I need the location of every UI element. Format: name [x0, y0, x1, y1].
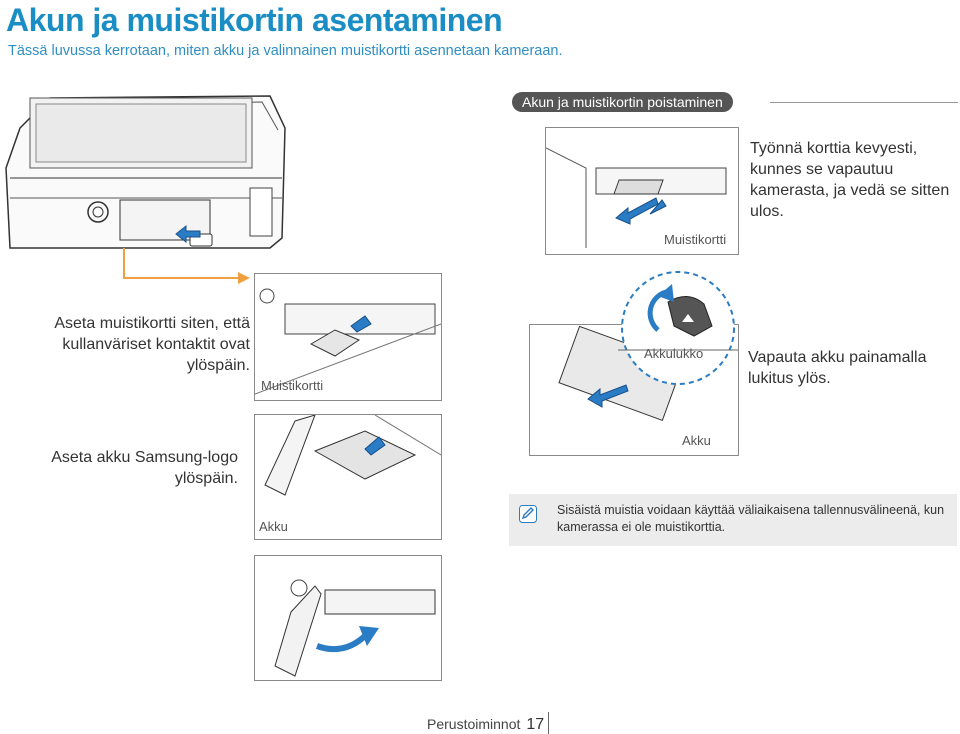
battery-lock-label: Akkulukko — [644, 346, 704, 361]
page-subtitle: Tässä luvussa kerrotaan, miten akku ja v… — [8, 43, 563, 59]
close-cover-figure — [254, 555, 442, 681]
remove-card-figure: Muistikortti — [545, 127, 739, 255]
battery-release-figure: Akku — [529, 324, 739, 456]
page-number: 17 — [526, 716, 545, 733]
battery-label: Akku — [682, 433, 711, 448]
battery-release-instruction: Vapauta akku painamalla lukitus ylös. — [748, 349, 927, 387]
remove-card-instruction: Työnnä korttia kevyesti, kunnes se vapau… — [750, 140, 950, 220]
card-label: Muistikortti — [664, 232, 727, 247]
insert-battery-figure: Akku — [254, 414, 442, 540]
pencil-note-icon — [519, 505, 537, 523]
insert-card-instruction: Aseta muistikortti siten, että kullanvär… — [54, 315, 250, 374]
footer-divider — [548, 712, 549, 734]
note-text: Sisäistä muistia voidaan käyttää väliaik… — [557, 503, 945, 534]
card-label: Muistikortti — [261, 378, 324, 393]
page-footer: Perustoiminnot 17 — [427, 716, 544, 734]
insert-card-figure: Muistikortti — [254, 273, 442, 401]
camera-bottom-illustration — [5, 95, 286, 249]
battery-label: Akku — [259, 519, 288, 534]
insert-battery-instruction: Aseta akku Samsung-logo ylöspäin. — [51, 449, 238, 487]
section-heading-pill: Akun ja muistikortin poistaminen — [512, 92, 733, 112]
battery-lock-zoom — [618, 271, 738, 385]
note-box: Sisäistä muistia voidaan käyttää väliaik… — [509, 494, 957, 546]
page-title: Akun ja muistikortin asentaminen — [6, 2, 503, 38]
orange-guide-arrow — [123, 248, 250, 284]
heading-divider — [770, 102, 958, 103]
footer-section: Perustoiminnot — [427, 716, 521, 732]
